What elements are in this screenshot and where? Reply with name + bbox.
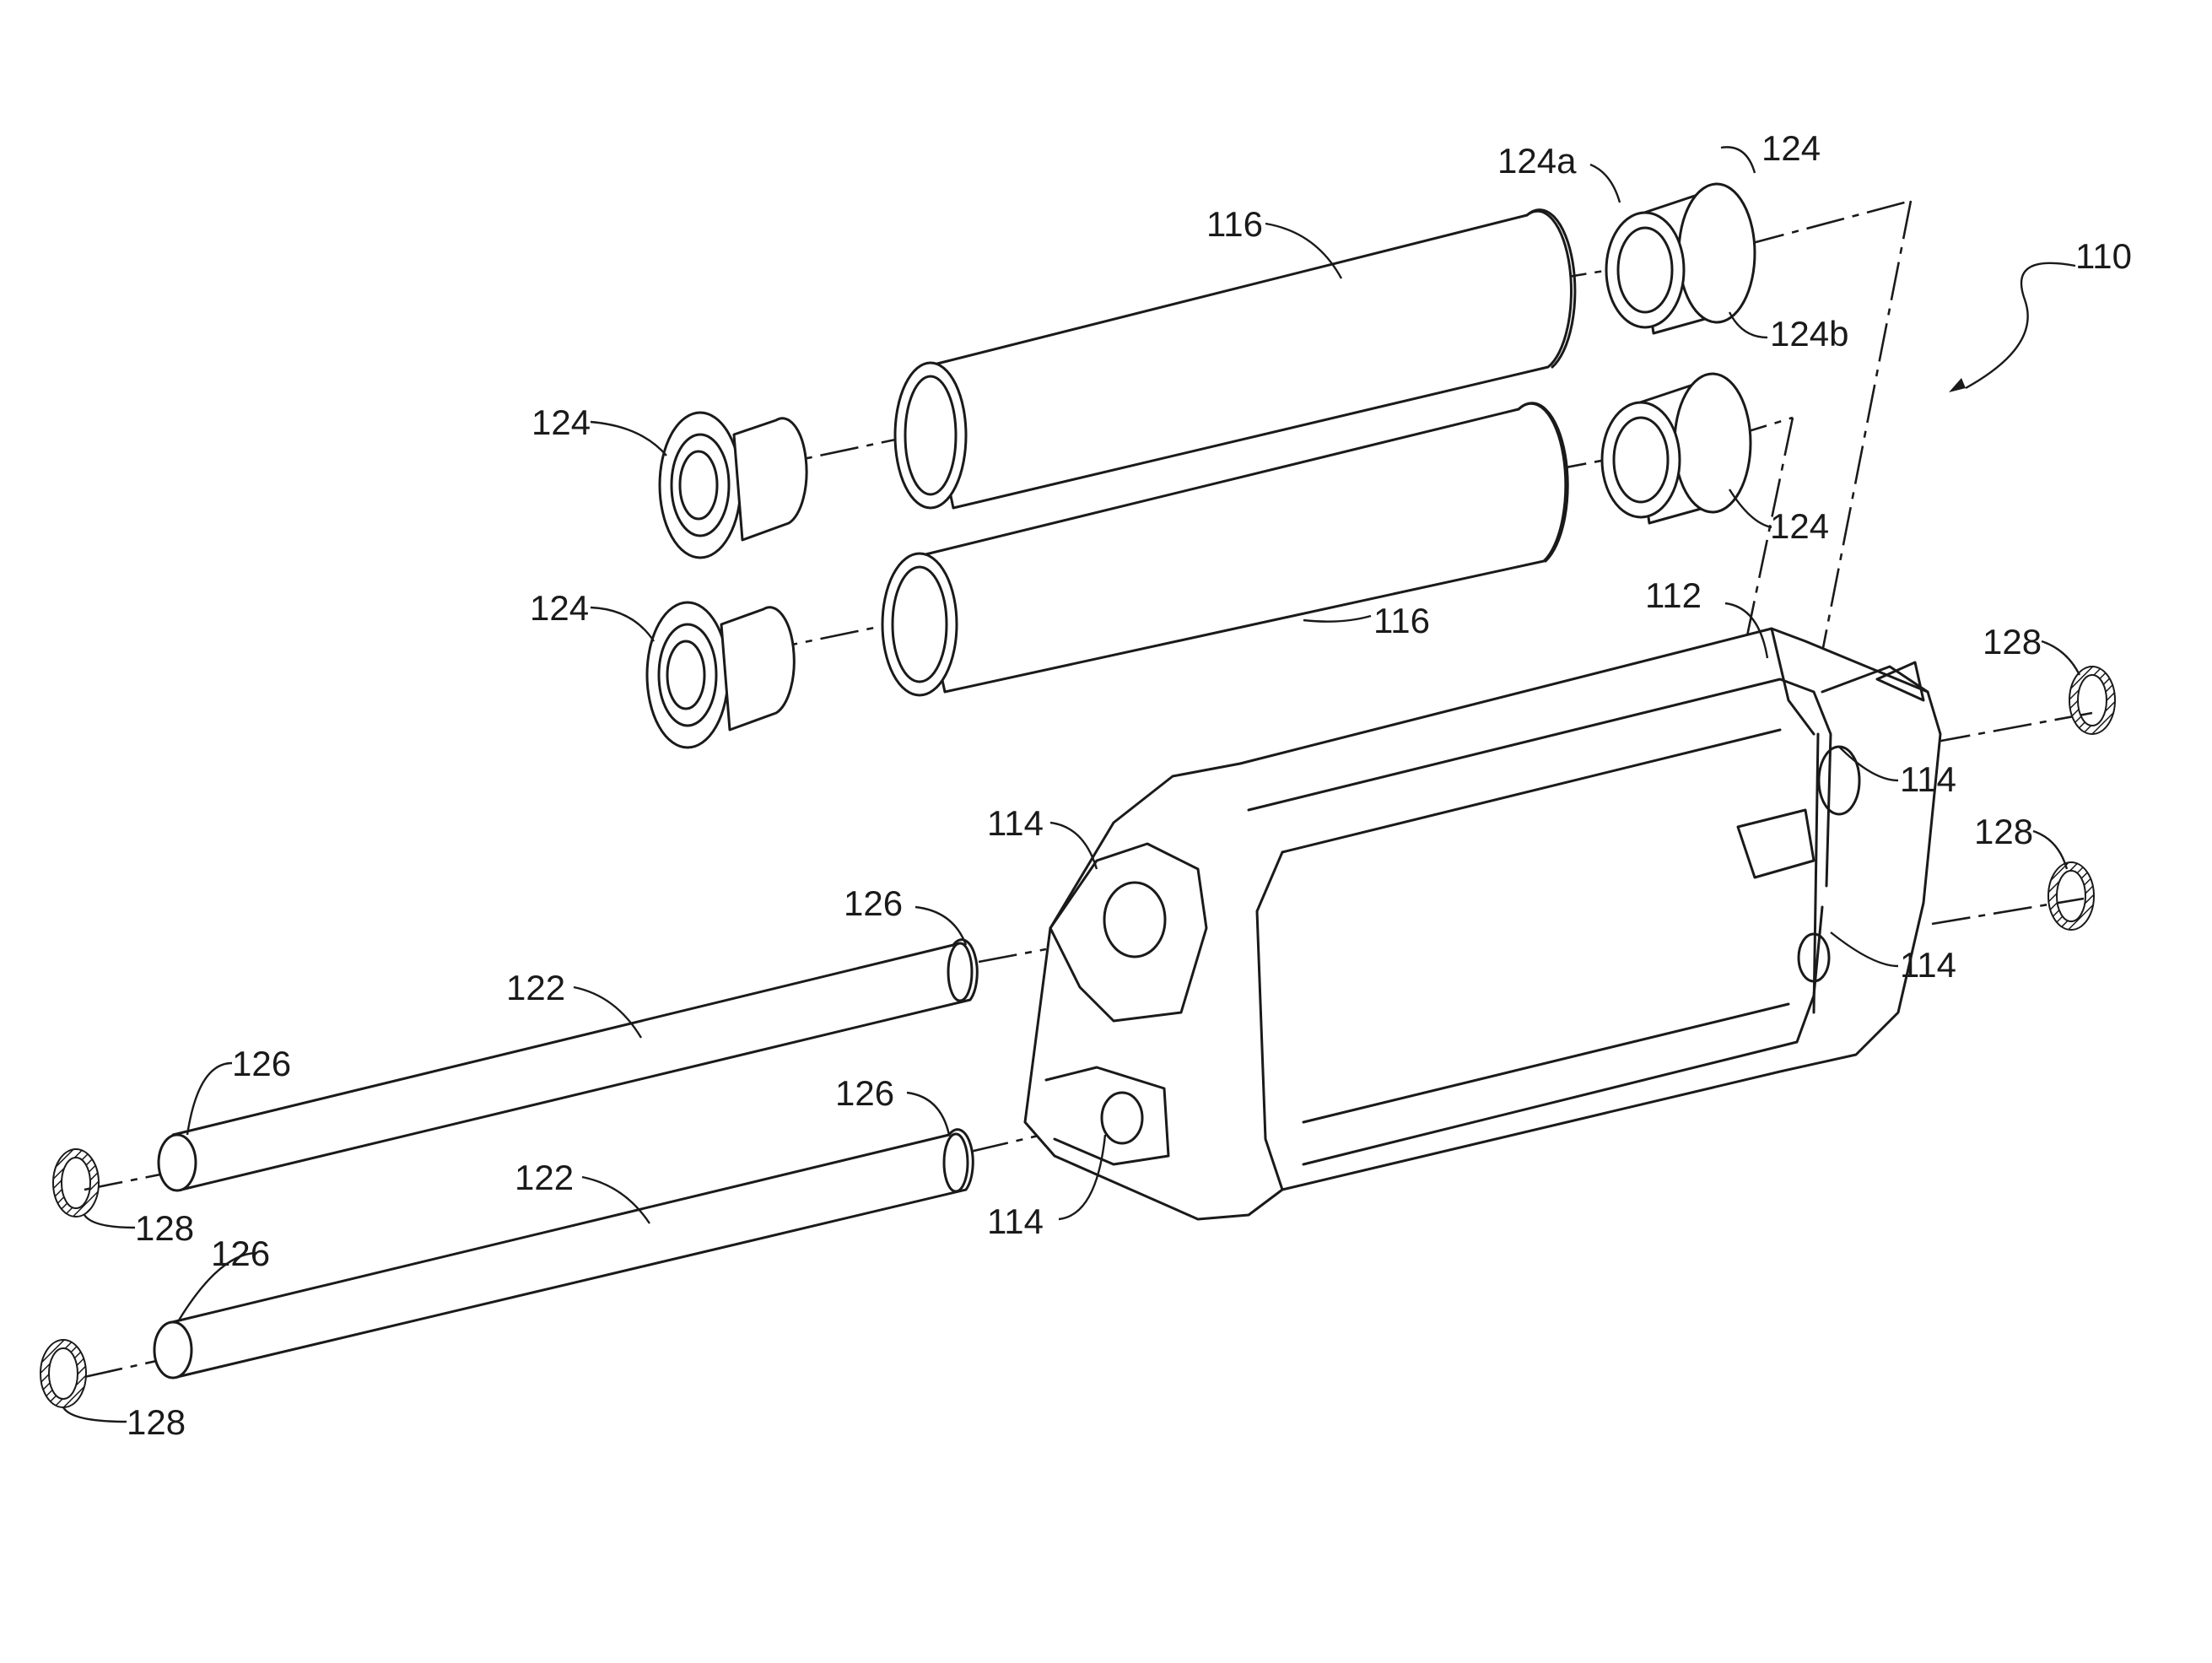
label-126-lower-right: 126 — [835, 1073, 894, 1113]
label-114-upper-right: 114 — [1900, 759, 1956, 799]
label-116-lower: 116 — [1373, 601, 1430, 640]
label-124-upper-left: 124 — [531, 402, 591, 442]
bushing-lower-left — [647, 602, 794, 748]
ring-lower-right — [2048, 862, 2094, 930]
label-110: 110 — [2075, 236, 2132, 276]
label-114-lower-left: 114 — [987, 1201, 1044, 1241]
bushing-upper-right — [1606, 184, 1755, 333]
label-122-lower: 122 — [515, 1158, 574, 1197]
label-128-lower-left: 128 — [127, 1402, 186, 1442]
ring-upper-left — [53, 1149, 99, 1217]
label-128-lower-right: 128 — [1974, 812, 2033, 851]
label-126-upper-left: 126 — [232, 1044, 291, 1083]
label-128-upper-left: 128 — [135, 1208, 194, 1248]
label-124a: 124a — [1497, 141, 1577, 181]
frame-body — [1025, 629, 1940, 1219]
assembly-pointer-arrow — [1949, 378, 1966, 392]
label-126-upper-right: 126 — [844, 883, 903, 923]
label-112: 112 — [1645, 575, 1702, 615]
label-122-upper: 122 — [506, 968, 565, 1007]
label-114-upper-left: 114 — [987, 803, 1044, 843]
label-128-upper-right: 128 — [1983, 622, 2042, 661]
label-114-lower-right: 114 — [1900, 945, 1956, 985]
label-124-upper-right: 124 — [1762, 128, 1821, 168]
label-124-lower-left: 124 — [530, 588, 589, 628]
label-124-lower-right: 124 — [1770, 506, 1829, 546]
label-126-lower-left: 126 — [211, 1234, 270, 1273]
ring-upper-right — [2069, 667, 2115, 734]
bushing-lower-right — [1602, 374, 1751, 523]
label-116-upper: 116 — [1206, 204, 1263, 244]
label-124b: 124b — [1770, 314, 1848, 354]
bushing-upper-left — [660, 413, 807, 558]
ring-lower-left — [40, 1340, 86, 1407]
